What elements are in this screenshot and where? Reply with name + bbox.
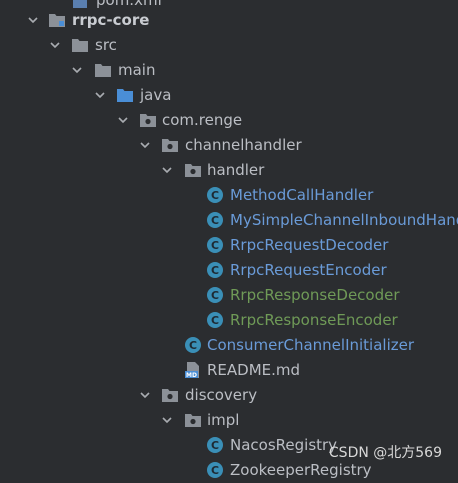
tree-row-pom[interactable]: pom.xml	[0, 0, 458, 13]
class-icon: C	[206, 286, 224, 304]
class-icon: C	[206, 261, 224, 279]
source-folder-icon	[116, 86, 134, 104]
tree-row-package[interactable]: impl	[0, 408, 458, 433]
tree-row-package[interactable]: channelhandler	[0, 133, 458, 158]
tree-label: src	[95, 36, 117, 54]
tree-label: RrpcResponseEncoder	[230, 311, 398, 329]
class-icon: C	[206, 186, 224, 204]
tree-row-package[interactable]: handler	[0, 158, 458, 183]
watermark-text: CSDN @北方569	[328, 445, 442, 461]
tree-label: pom.xml	[96, 0, 162, 9]
tree-label: java	[140, 86, 172, 104]
class-icon: C	[206, 436, 224, 454]
tree-row-package[interactable]: com.renge	[0, 108, 458, 133]
tree-row-class[interactable]: C RrpcRequestEncoder	[0, 258, 458, 283]
chevron-down-icon[interactable]	[139, 389, 151, 401]
tree-label: RrpcRequestDecoder	[230, 236, 389, 254]
tree-row-file[interactable]: MD README.md	[0, 358, 458, 383]
svg-text:C: C	[211, 289, 219, 302]
chevron-down-icon[interactable]	[49, 39, 61, 51]
tree-row-folder[interactable]: main	[0, 58, 458, 83]
tree-label: RrpcResponseDecoder	[230, 286, 400, 304]
svg-text:C: C	[211, 239, 219, 252]
svg-text:C: C	[211, 264, 219, 277]
tree-label: README.md	[207, 361, 301, 379]
svg-text:C: C	[211, 314, 219, 327]
tree-label: ConsumerChannelInitializer	[207, 336, 415, 354]
chevron-down-icon[interactable]	[117, 114, 129, 126]
svg-text:C: C	[189, 339, 197, 352]
tree-label: rrpc-core	[72, 11, 150, 29]
tree-row-class[interactable]: C RrpcRequestDecoder	[0, 233, 458, 258]
tree-label: RrpcRequestEncoder	[230, 261, 387, 279]
markdown-icon: MD	[184, 361, 202, 379]
class-icon: C	[184, 336, 202, 354]
tree-row-module[interactable]: rrpc-core	[0, 8, 458, 33]
chevron-down-icon[interactable]	[71, 64, 83, 76]
package-icon	[139, 111, 157, 129]
svg-text:C: C	[211, 439, 219, 452]
chevron-down-icon[interactable]	[161, 414, 173, 426]
chevron-down-icon[interactable]	[139, 139, 151, 151]
svg-text:C: C	[211, 189, 219, 202]
svg-text:C: C	[211, 464, 219, 477]
class-icon: C	[206, 461, 224, 479]
package-icon	[161, 136, 179, 154]
tree-row-class[interactable]: C NacosRegistry	[0, 433, 458, 458]
tree-label: channelhandler	[185, 136, 302, 154]
module-icon	[48, 11, 66, 29]
tree-row-folder[interactable]: src	[0, 33, 458, 58]
svg-text:C: C	[211, 214, 219, 227]
chevron-down-icon[interactable]	[27, 14, 39, 26]
class-icon: C	[206, 211, 224, 229]
tree-row-class[interactable]: C MySimpleChannelInboundHandler	[0, 208, 458, 233]
tree-row-class[interactable]: C RrpcResponseEncoder	[0, 308, 458, 333]
tree-row-class[interactable]: C RrpcResponseDecoder	[0, 283, 458, 308]
tree-row-package[interactable]: discovery	[0, 383, 458, 408]
tree-label: impl	[207, 411, 240, 429]
tree-row-class[interactable]: C ConsumerChannelInitializer	[0, 333, 458, 358]
tree-label: main	[118, 61, 156, 79]
tree-label: com.renge	[162, 111, 243, 129]
package-icon	[184, 161, 202, 179]
package-icon	[161, 386, 179, 404]
package-icon	[184, 411, 202, 429]
chevron-down-icon[interactable]	[161, 164, 173, 176]
tree-row-source-folder[interactable]: java	[0, 83, 458, 108]
tree-label: ZookeeperRegistry	[230, 461, 372, 479]
folder-icon	[94, 61, 112, 79]
tree-label: MySimpleChannelInboundHandler	[230, 211, 458, 229]
folder-icon	[71, 36, 89, 54]
tree-label: MethodCallHandler	[230, 186, 374, 204]
tree-row-class[interactable]: C MethodCallHandler	[0, 183, 458, 208]
class-icon: C	[206, 311, 224, 329]
tree-label: NacosRegistry	[230, 436, 338, 454]
chevron-down-icon[interactable]	[94, 89, 106, 101]
class-icon: C	[206, 236, 224, 254]
svg-text:MD: MD	[186, 372, 197, 379]
tree-label: discovery	[185, 386, 258, 404]
maven-icon	[72, 0, 90, 9]
tree-label: handler	[207, 161, 265, 179]
